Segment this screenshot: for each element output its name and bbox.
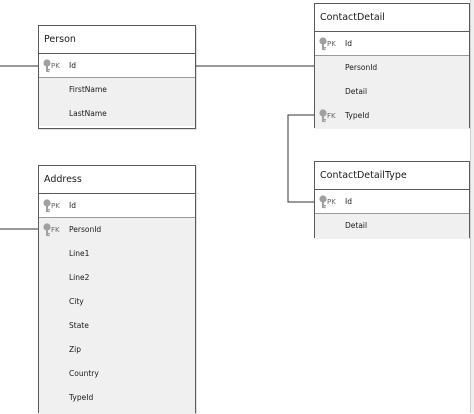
- field-row[interactable]: PK Id: [315, 32, 469, 56]
- field-name: FirstName: [69, 85, 107, 94]
- field-badge: PK: [327, 198, 336, 206]
- entity-rows: PK Id FirstName LastName: [39, 54, 195, 126]
- key-icon: [319, 195, 327, 209]
- field-name: Country: [69, 369, 99, 378]
- key-icon: [43, 59, 51, 73]
- field-name: Line1: [69, 249, 90, 258]
- entity-contactdetailtype[interactable]: ContactDetailType PK Id Detail: [314, 161, 470, 239]
- field-row[interactable]: PK Id: [315, 190, 469, 214]
- field-badge: FK: [51, 226, 60, 234]
- entity-person[interactable]: Person PK Id FirstName LastName: [38, 25, 196, 129]
- entity-rows: PK Id FK PersonId Line1 Line2 City State…: [39, 194, 195, 414]
- field-row[interactable]: Line2: [39, 266, 195, 290]
- field-row[interactable]: State: [39, 314, 195, 338]
- field-name: City: [69, 297, 84, 306]
- field-name: Line2: [69, 273, 90, 282]
- field-badge: PK: [51, 202, 60, 210]
- field-row[interactable]: Zip: [39, 338, 195, 362]
- entity-title: Address: [39, 166, 195, 194]
- key-icon: [319, 37, 327, 51]
- field-name: Detail: [345, 221, 368, 230]
- field-badge: PK: [51, 62, 60, 70]
- field-row[interactable]: PK Id: [39, 194, 195, 218]
- field-name: PersonId: [69, 225, 102, 234]
- field-row[interactable]: LastName: [39, 102, 195, 126]
- field-row[interactable]: PersonId: [315, 56, 469, 80]
- entity-rows: PK Id PersonId Detail FK TypeId: [315, 32, 469, 129]
- canvas-edge: [470, 0, 474, 413]
- entity-address[interactable]: Address PK Id FK PersonId Line1 Line2 Ci…: [38, 165, 196, 414]
- field-row[interactable]: City: [39, 290, 195, 314]
- entity-contactdetail[interactable]: ContactDetail PK Id PersonId Detail FK T…: [314, 3, 470, 129]
- contactdetail-type-line: [287, 114, 314, 203]
- field-name: TypeId: [345, 111, 370, 120]
- field-badge: FK: [327, 112, 336, 120]
- field-row[interactable]: FirstName: [39, 78, 195, 102]
- field-badge: PK: [327, 40, 336, 48]
- entity-title: Person: [39, 26, 195, 54]
- key-icon: [319, 109, 327, 123]
- field-name: PersonId: [345, 63, 378, 72]
- field-name: Id: [345, 39, 352, 48]
- field-name: LastName: [69, 109, 107, 118]
- field-row[interactable]: Detail: [315, 80, 469, 104]
- entity-title: ContactDetail: [315, 4, 469, 32]
- field-name: Zip: [69, 345, 81, 354]
- field-name: Detail: [345, 87, 368, 96]
- entity-title: ContactDetailType: [315, 162, 469, 190]
- field-name: TypeId: [69, 393, 94, 402]
- key-icon: [43, 199, 51, 213]
- key-icon: [43, 223, 51, 237]
- field-row[interactable]: FK TypeId: [315, 104, 469, 128]
- entity-rows: PK Id Detail: [315, 190, 469, 239]
- field-row[interactable]: FK PersonId: [39, 218, 195, 242]
- field-row[interactable]: Detail: [315, 214, 469, 238]
- field-name: Id: [345, 197, 352, 206]
- field-name: Id: [69, 201, 76, 210]
- field-row[interactable]: Country: [39, 362, 195, 386]
- field-row[interactable]: PK Id: [39, 54, 195, 78]
- field-name: State: [69, 321, 89, 330]
- field-row[interactable]: TypeId: [39, 386, 195, 410]
- field-row[interactable]: Line1: [39, 242, 195, 266]
- field-name: Id: [69, 61, 76, 70]
